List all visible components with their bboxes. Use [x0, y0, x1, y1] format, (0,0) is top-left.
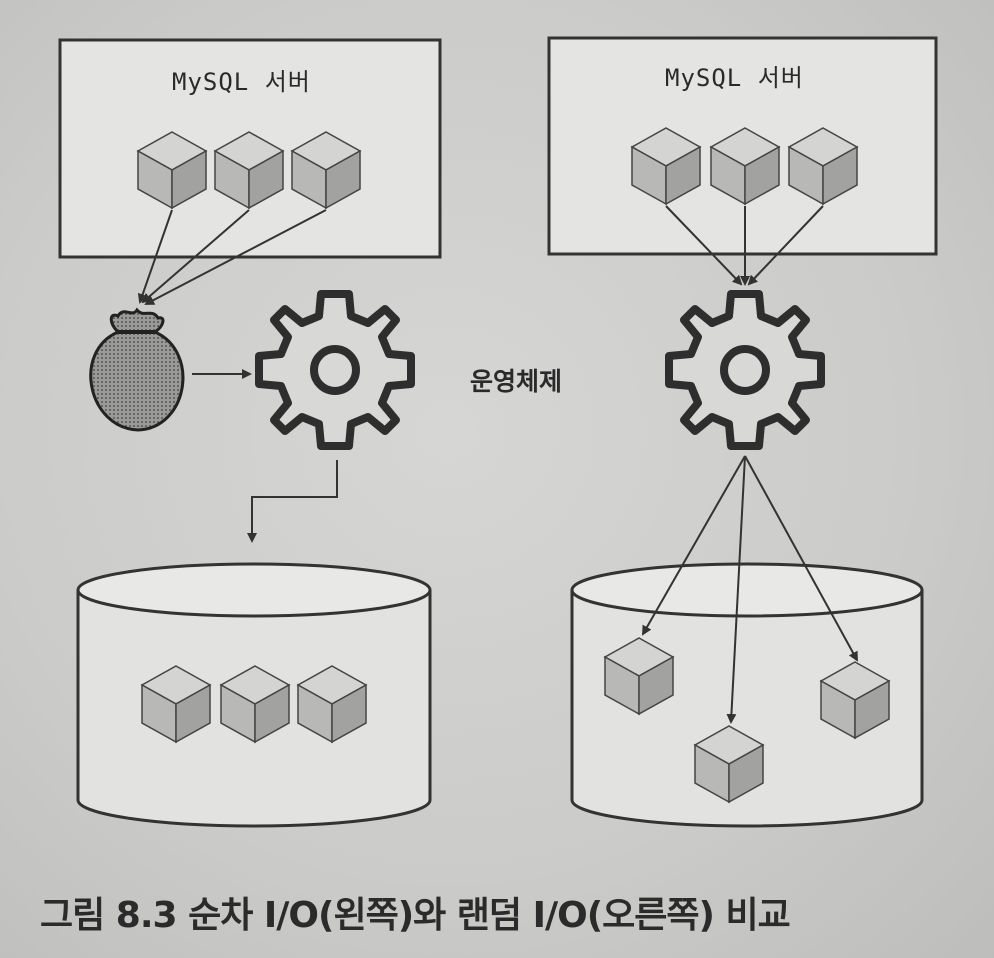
left-server-cubes [137, 131, 361, 209]
right-scatter-arrows [642, 455, 858, 724]
right-server-title: MySQL 서버 [665, 64, 804, 92]
left-arrows-to-bag [137, 209, 327, 305]
left-elbow-arrow [247, 460, 338, 543]
left-gear-icon [259, 294, 411, 446]
right-server-cubes [631, 127, 858, 205]
bag-icon [89, 307, 185, 432]
os-label: 운영체제 [470, 367, 563, 396]
left-disk-cubes [141, 665, 367, 743]
figure-caption: 그림 8.3 순차 I/O(왼쪽)와 랜덤 I/O(오른쪽) 비교 [40, 895, 791, 936]
left-server-title: MySQL 서버 [172, 68, 311, 96]
right-arrows-to-gear [665, 205, 824, 286]
right-gear-icon [669, 294, 821, 446]
